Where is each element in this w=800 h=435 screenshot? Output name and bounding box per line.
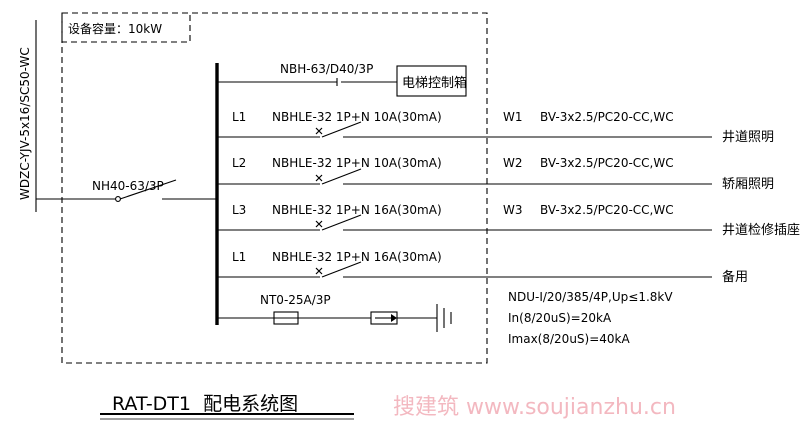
capacity-box	[61, 12, 191, 43]
elevator-box-label: 电梯控制箱	[402, 75, 467, 91]
elevator-control-box	[396, 65, 467, 97]
spd-spec-line-3: Imax(8/20uS)=40kA	[508, 332, 630, 346]
circuit-4-phase: L1	[232, 250, 246, 264]
circuit-3-cable: BV-3x2.5/PC20-CC,WC	[540, 203, 674, 217]
circuit-3-load: 井道检修插座	[722, 223, 800, 238]
circuit-2-load: 轿厢照明	[722, 177, 774, 192]
circuit-1-load: 井道照明	[722, 130, 774, 145]
circuit-4-breaker-x	[315, 267, 323, 275]
spd-spec-line-2: In(8/20uS)=20kA	[508, 311, 612, 325]
circuit-1-phase: L1	[232, 110, 246, 124]
circuit-2-phase: L2	[232, 156, 246, 170]
circuit-4-load: 备用	[722, 269, 748, 285]
circuit-1-blade	[321, 121, 362, 138]
spd-spec-line-1: NDU-I/20/385/4P,Up≤1.8kV	[508, 290, 673, 304]
capacity-label: 设备容量：10kW	[68, 21, 162, 36]
main-breaker-contact	[115, 196, 121, 202]
cabinet-outline	[61, 12, 488, 364]
diagram-title: RAT-DT1 配电系统图	[112, 393, 298, 415]
circuit-3-wire: W3	[503, 203, 523, 217]
spd-fuse-label: NT0-25A/3P	[260, 293, 331, 307]
circuit-3-breaker-x	[315, 220, 323, 228]
circuit-1-wire: W1	[503, 110, 523, 124]
circuit-1-breaker: NBHLE-32 1P+N 10A(30mA)	[272, 110, 442, 124]
circuit-2-cable: BV-3x2.5/PC20-CC,WC	[540, 156, 674, 170]
circuit-2-breaker: NBHLE-32 1P+N 10A(30mA)	[272, 156, 442, 170]
circuit-1-cable: BV-3x2.5/PC20-CC,WC	[540, 110, 674, 124]
main-breaker-blade	[119, 179, 177, 200]
circuit-3-blade	[321, 214, 362, 231]
circuit-3-breaker: NBHLE-32 1P+N 16A(30mA)	[272, 203, 442, 217]
surge-arrow-head	[391, 314, 397, 322]
elevator-breaker-label: NBH-63/D40/3P	[280, 62, 373, 76]
main-breaker-label: NH40-63/3P	[92, 179, 164, 193]
circuit-1-breaker-x	[315, 127, 323, 135]
circuit-2-blade	[321, 168, 362, 185]
circuit-3-phase: L3	[232, 203, 246, 217]
watermark: 搜建筑 www.soujianzhu.cn	[393, 395, 676, 420]
feeder-cable-label: WDZC-YJV-5x16/SC50-WC	[18, 47, 32, 200]
circuit-4-blade	[321, 261, 362, 278]
circuit-2-breaker-x	[315, 174, 323, 182]
circuit-2-wire: W2	[503, 156, 523, 170]
circuit-4-breaker: NBHLE-32 1P+N 16A(30mA)	[272, 250, 442, 264]
